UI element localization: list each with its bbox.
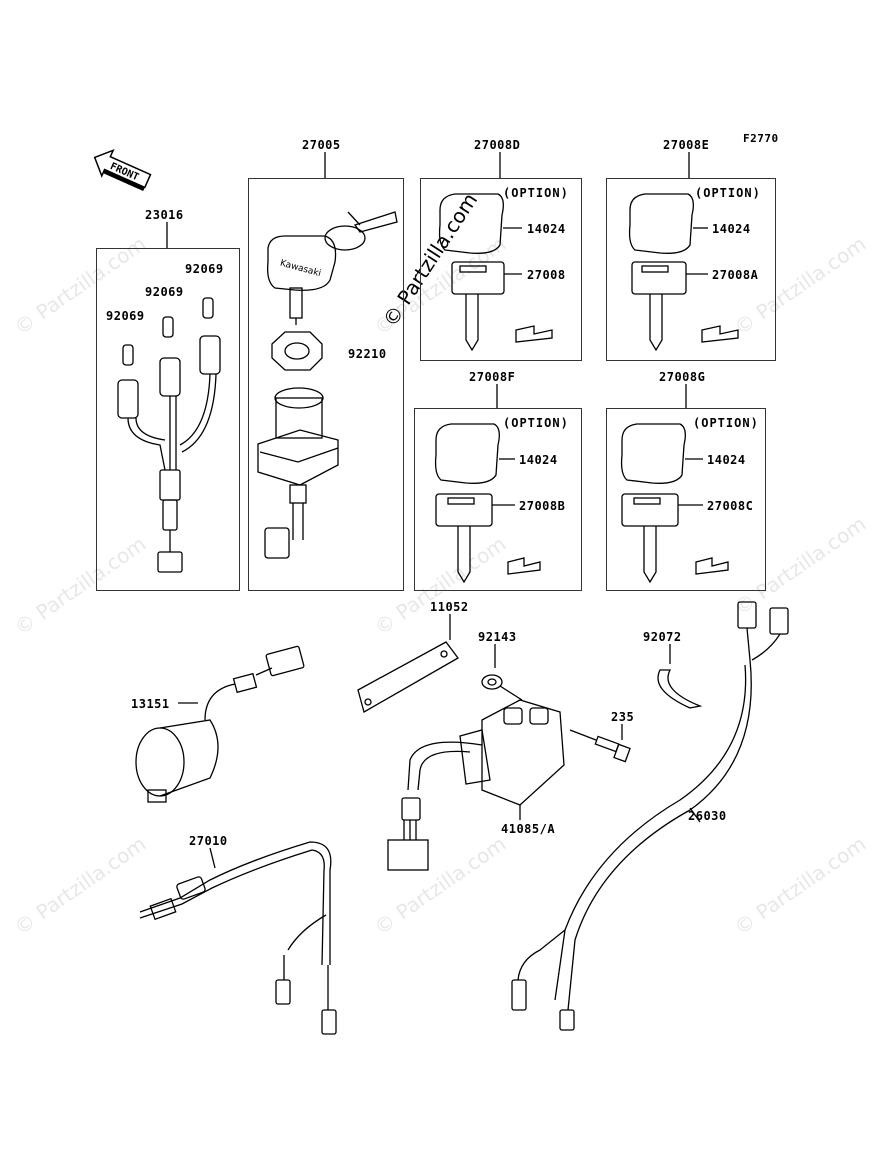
part-label-27008: 27008 [527,268,566,282]
part-label-92069: 92069 [185,262,224,276]
key-27008D [438,193,553,352]
part-label-92069: 92069 [145,285,184,299]
bolt-235 [569,724,631,763]
group-box-27008F [414,408,582,591]
group-label-27008E: 27008E [663,138,710,152]
part-label-14024: 14024 [712,222,751,236]
part-label-14024: 14024 [707,453,746,467]
diagram-code: F2770 [743,132,779,145]
part-label-92143: 92143 [478,630,517,644]
part-label-41085: 41085/A [501,822,556,836]
part-label-27010: 27010 [189,834,228,848]
option-label: (OPTION) [695,186,761,200]
option-label: (OPTION) [503,186,569,200]
washer-92143 [481,644,523,701]
part-label-92210: 92210 [348,347,387,361]
harness-26030 [511,601,789,1031]
switch-41085 [387,699,565,871]
part-label-13151: 13151 [131,697,170,711]
group-box-27008E [606,178,776,361]
ignition-key-27005: Kawasaki [257,211,398,559]
part-label-235: 235 [611,710,635,724]
group-label-27008D: 27008D [474,138,521,152]
wire-27010 [139,841,337,1035]
part-label-14024: 14024 [519,453,558,467]
key-27008F [434,423,541,584]
part-label-27008A: 27008A [712,268,759,282]
part-label-92069: 92069 [106,309,145,323]
group-box-27005 [248,178,404,591]
harness-23016 [117,297,221,573]
part-label-27008B: 27008B [519,499,566,513]
svg-text:Kawasaki: Kawasaki [279,259,322,280]
front-arrow-icon: FRONT [93,148,152,192]
part-label-11052: 11052 [430,600,469,614]
option-label: (OPTION) [693,416,759,430]
switch-13151 [135,645,305,803]
group-box-27008D [420,178,582,361]
key-27008E [628,193,739,352]
group-label-27005: 27005 [302,138,341,152]
key-27008G [620,423,729,584]
group-box-27008G [606,408,766,591]
group-label-27008F: 27008F [469,370,516,384]
part-label-27008C: 27008C [707,499,754,513]
plate-11052 [357,614,459,713]
cable-tie-92072 [657,644,703,709]
part-label-92072: 92072 [643,630,682,644]
group-label-27008G: 27008G [659,370,706,384]
option-label: (OPTION) [503,416,569,430]
group-label-23016: 23016 [145,208,184,222]
part-label-14024: 14024 [527,222,566,236]
group-box-23016 [96,248,240,591]
